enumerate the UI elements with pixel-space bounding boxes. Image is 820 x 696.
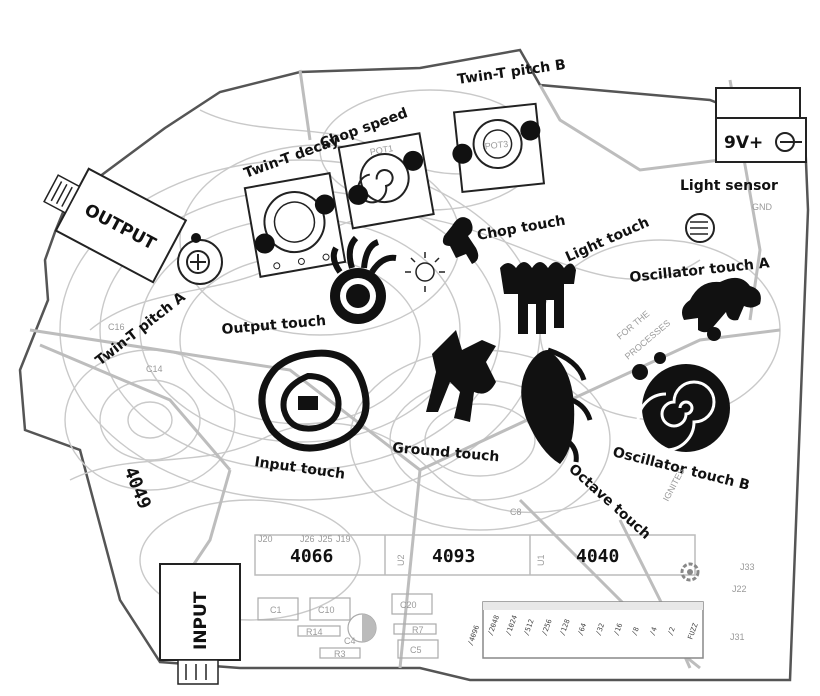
j31-silk: J31: [730, 632, 745, 642]
j33-silk: J33: [740, 562, 755, 572]
input-jack[interactable]: INPUT: [159, 563, 241, 685]
c20-silk: C20: [400, 600, 417, 610]
sun-doodle-icon: [405, 252, 445, 292]
pin-label: /64: [576, 622, 588, 637]
pin-label: /2: [666, 626, 676, 637]
input-jack-label: INPUT: [191, 591, 211, 650]
light-sensor-label: Light sensor: [680, 178, 778, 194]
light-sensor[interactable]: [685, 213, 715, 243]
passive-components: C1 C10 C20 R14 R7 C4 C5 R3: [257, 593, 439, 659]
ic-row-outline: [254, 534, 696, 576]
j26-silk: J26: [300, 534, 315, 544]
pot1-silk: POT1: [369, 143, 394, 157]
input-touch-pad[interactable]: [258, 349, 370, 452]
pin-label: /4: [648, 626, 658, 637]
pin-label: /8: [630, 626, 640, 637]
gear-icon: [680, 562, 700, 582]
divider-header[interactable]: [482, 601, 704, 659]
c5-silk: C5: [410, 645, 422, 655]
pin-label: /16: [612, 622, 624, 637]
c4-silk: C4: [344, 636, 356, 646]
power-jack-label: 9V+: [724, 133, 763, 153]
c14-silk: C14: [146, 364, 163, 374]
chip-4093: 4093: [432, 546, 475, 567]
gnd-silk: GND: [752, 202, 773, 212]
power-jack[interactable]: 9V+: [715, 87, 807, 163]
j20-silk: J20: [258, 534, 273, 544]
j22-silk: J22: [732, 584, 747, 594]
c8-silk: C8: [510, 507, 522, 517]
output-jack[interactable]: OUTPUT: [35, 157, 188, 284]
j25-silk: J25: [318, 534, 333, 544]
j19-silk: J19: [336, 534, 351, 544]
twin-t-pitch-a-pot[interactable]: [177, 233, 223, 285]
oscillator-touch-b-pad[interactable]: [632, 352, 730, 452]
pin-label: /32: [594, 622, 606, 637]
r14-silk: R14: [306, 627, 323, 637]
r7-silk: R7: [412, 625, 424, 635]
pot3-silk: POT3: [484, 139, 508, 151]
oscillator-touch-a-pad[interactable]: [682, 277, 761, 341]
output-touch-pad[interactable]: [330, 235, 397, 324]
r3-silk: R3: [334, 649, 346, 659]
chop-speed-pot[interactable]: POT1: [337, 132, 435, 230]
c16-silk: C16: [108, 322, 125, 332]
twin-t-decay-pot[interactable]: [243, 172, 347, 278]
chip-4066: 4066: [290, 546, 333, 567]
c10-silk: C10: [318, 605, 335, 615]
ground-touch-pad[interactable]: [426, 330, 496, 422]
chop-touch-pad[interactable]: [442, 217, 479, 264]
c1-silk: C1: [270, 605, 282, 615]
light-touch-pad[interactable]: [500, 262, 576, 334]
chip-4040: 4040: [576, 546, 619, 567]
octave-touch-pad[interactable]: [521, 347, 593, 464]
u2-silk: U2: [396, 554, 406, 566]
u1-silk: U1: [536, 554, 546, 566]
twin-t-pitch-b-pot[interactable]: POT3: [448, 102, 546, 194]
